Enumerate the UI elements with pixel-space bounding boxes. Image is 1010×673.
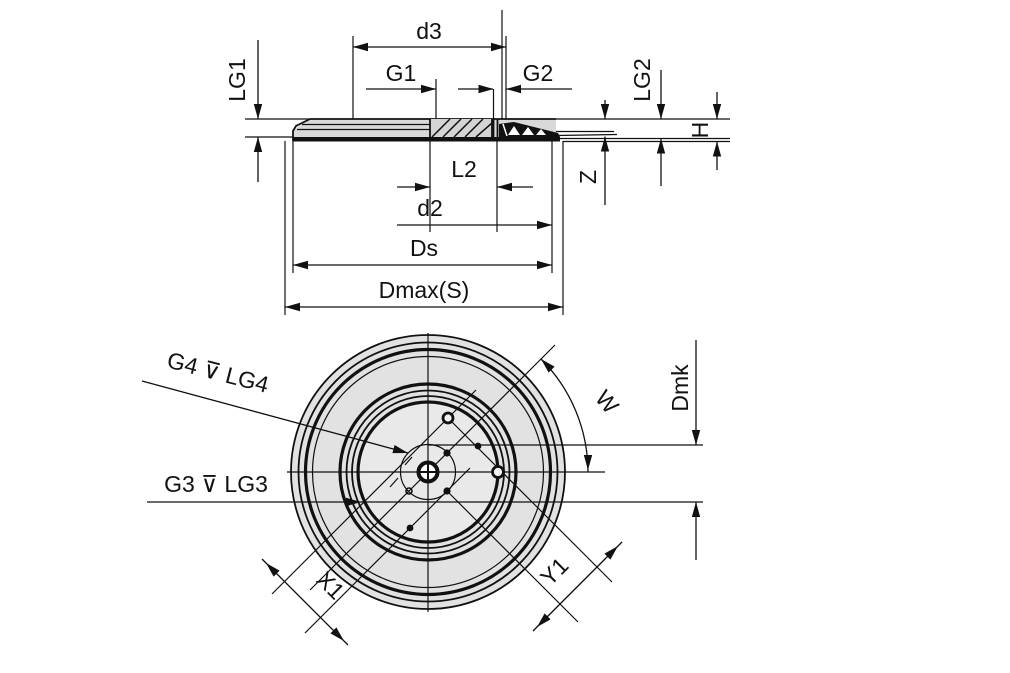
callout-label-g3: G3 ⊽ LG3 xyxy=(164,471,268,497)
dimension-l2: L2 xyxy=(397,156,533,192)
dimension-lg1: LG1 xyxy=(224,40,263,182)
bolt-hole-315 xyxy=(443,487,451,495)
dim-label-g2: G2 xyxy=(523,60,554,86)
hole-pattern xyxy=(405,411,505,532)
extension-lines xyxy=(245,36,730,315)
dimension-d3: d3 xyxy=(353,18,506,52)
bolt-hole-45 xyxy=(443,449,451,457)
dim-label-dmax: Dmax(S) xyxy=(379,277,470,303)
dimension-y1: Y1 xyxy=(532,541,623,632)
dimension-lg2: LG2 xyxy=(629,58,666,186)
dimension-z: Z xyxy=(575,100,610,205)
hole-dot-sw xyxy=(406,524,414,532)
cup-cross-section xyxy=(292,10,618,142)
dimension-ds: Ds xyxy=(293,235,552,270)
dimension-h: H xyxy=(687,92,722,170)
top-view: G4 ⊽ LG4 G3 ⊽ LG3 Dmk W X xyxy=(141,333,703,646)
insert-hatched xyxy=(429,118,493,141)
screen-wedge xyxy=(499,122,560,137)
callout-label-g4: G4 ⊽ LG4 xyxy=(165,347,272,398)
dim-label-w: W xyxy=(590,385,624,419)
section-view: d3 G1 G2 LG1 LG2 xyxy=(224,10,730,315)
dim-label-d3: d3 xyxy=(416,18,442,44)
dim-label-d2: d2 xyxy=(417,195,443,221)
center-hub xyxy=(416,460,440,484)
dim-label-l2: L2 xyxy=(451,156,477,182)
sealing-face xyxy=(293,137,560,142)
dimension-g1: G1 xyxy=(366,60,436,94)
dim-label-g1: G1 xyxy=(386,60,417,86)
hole-dot-ne xyxy=(474,442,482,450)
bolt-hole-225 xyxy=(405,487,413,495)
dim-label-lg2: LG2 xyxy=(629,58,655,101)
dimension-d2: d2 xyxy=(397,195,552,230)
hole-g4-upper xyxy=(441,411,455,425)
dimension-g2: G2 xyxy=(458,60,572,94)
dimension-dmax: Dmax(S) xyxy=(285,277,563,312)
dimension-dmk: Dmk xyxy=(428,340,703,560)
dim-label-lg1: LG1 xyxy=(224,58,250,101)
dim-label-dmk: Dmk xyxy=(667,364,693,412)
dim-label-h: H xyxy=(687,122,713,139)
hole-marking xyxy=(491,465,505,479)
callout-g3: G3 ⊽ LG3 xyxy=(147,471,703,507)
dim-label-z: Z xyxy=(575,170,601,184)
dim-label-ds: Ds xyxy=(410,235,438,261)
